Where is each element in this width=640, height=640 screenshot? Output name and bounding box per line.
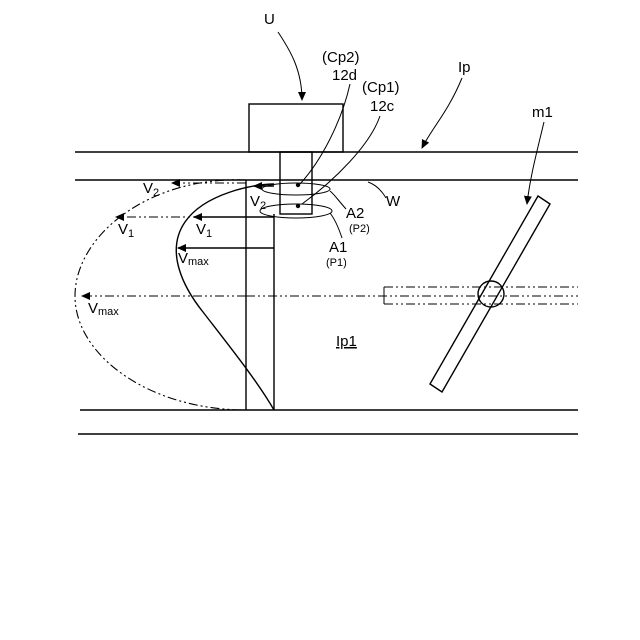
label-a1: A1 (329, 239, 347, 256)
label-ip1: Ip1 (336, 333, 357, 350)
label-unit-u: U (264, 11, 275, 28)
label-12d: 12d (332, 67, 357, 84)
electrode-12c (296, 204, 300, 208)
label-p2: (P2) (349, 223, 370, 235)
leader-ip (422, 78, 462, 148)
velocity-profile-solid (176, 184, 274, 410)
label-a2: A2 (346, 205, 364, 222)
label-v2-outer: V2 (143, 180, 159, 199)
mixer-blade (430, 196, 550, 392)
label-v1-outer: V1 (118, 221, 134, 240)
leader-12c (302, 116, 380, 204)
leader-a2 (330, 191, 346, 209)
label-vmax-inner: Vmax (178, 250, 209, 268)
leader-w (368, 182, 386, 198)
label-p1: (P1) (326, 257, 347, 269)
velocity-profile-dashed (75, 180, 246, 410)
sensor-unit-body (249, 104, 343, 152)
label-wall-w: W (386, 193, 401, 210)
leader-u (278, 32, 302, 100)
label-v2-inner: V2 (250, 193, 266, 212)
electrode-12d (296, 183, 300, 187)
label-cp2: (Cp2) (322, 49, 360, 66)
label-cp1: (Cp1) (362, 79, 400, 96)
label-pipe-ip: Ip (458, 59, 471, 76)
label-mixer-m1: m1 (532, 104, 553, 121)
leader-a1 (330, 213, 342, 238)
label-vmax-outer: Vmax (88, 300, 119, 318)
leader-m1 (527, 122, 544, 204)
label-v1-inner: V1 (196, 221, 212, 240)
label-12c: 12c (370, 98, 395, 115)
